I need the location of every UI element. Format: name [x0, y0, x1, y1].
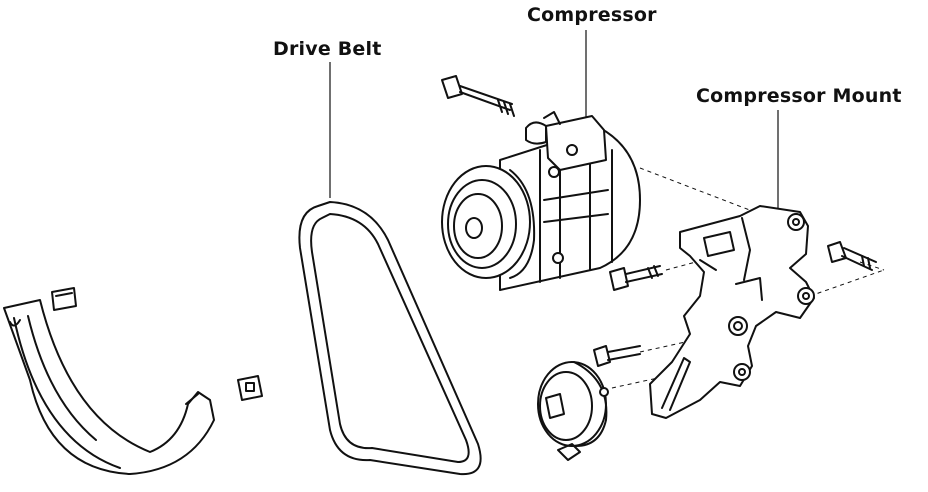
- idler-pulley: [537, 361, 609, 461]
- compressor-mount-label: Compressor Mount: [696, 85, 902, 107]
- compressor-label: Compressor: [527, 4, 657, 26]
- compressor: [441, 111, 641, 291]
- leader-lines: [329, 30, 779, 210]
- compressor-bolt: [441, 75, 515, 117]
- compressor-mount: [649, 205, 815, 419]
- bolt-lower: [593, 345, 641, 367]
- clip-left: [51, 287, 77, 311]
- clip-right: [237, 375, 263, 401]
- drive-belt: [298, 201, 482, 476]
- belt-guard: [3, 299, 215, 475]
- drive-belt-label: Drive Belt: [273, 38, 382, 60]
- bolt-right: [827, 241, 877, 271]
- bolt-middle: [609, 265, 663, 291]
